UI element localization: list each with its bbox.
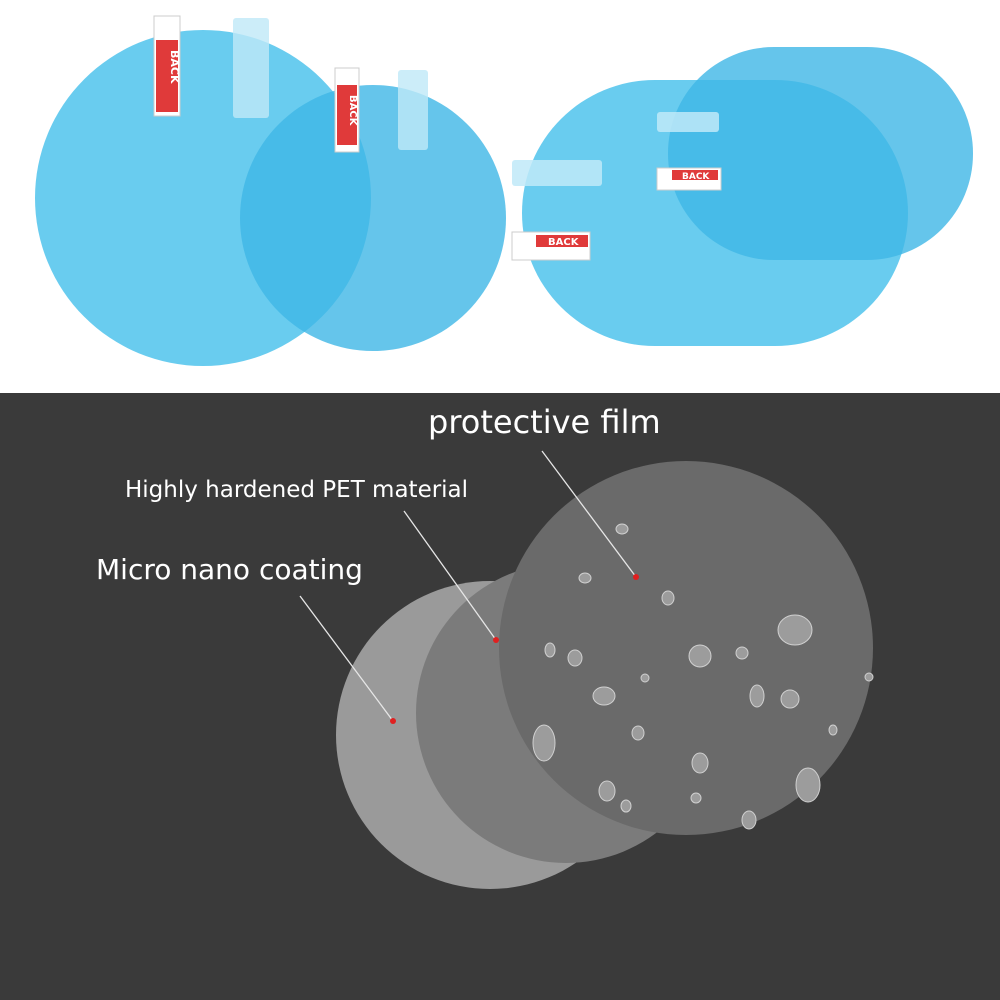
pet-material-label: Highly hardened PET material — [125, 477, 469, 503]
layer-diagram — [299, 450, 874, 889]
leader-line-nano-coating — [299, 595, 394, 722]
pull-tab — [233, 18, 269, 118]
round-film-small — [240, 85, 506, 351]
pull-tab — [657, 112, 719, 132]
leader-line-pet-material — [403, 510, 497, 641]
back-sticker: BACK — [656, 167, 722, 191]
film-photo: BACK BACK BACK — [35, 15, 973, 366]
film-photo-panel: BACK BACK BACK — [0, 0, 1000, 393]
pull-tab — [398, 70, 428, 150]
back-sticker: BACK — [334, 67, 360, 153]
nano-coating-label: Micro nano coating — [96, 553, 363, 586]
protective-film-label: protective film — [428, 403, 661, 441]
marker-protective-film — [633, 574, 639, 580]
back-sticker: BACK — [511, 231, 591, 261]
sticker-text: BACK — [347, 95, 358, 127]
marker-pet-material — [493, 637, 499, 643]
sticker-text: BACK — [682, 172, 710, 182]
water-droplets — [532, 523, 874, 830]
sticker-text: BACK — [168, 50, 181, 84]
sticker-text: BACK — [548, 237, 580, 248]
layer-diagram-panel — [0, 393, 1000, 1000]
oval-film-small — [668, 47, 973, 260]
leader-line-protective-film — [541, 450, 637, 578]
marker-nano-coating — [390, 718, 396, 724]
layer-protective-film — [499, 461, 873, 835]
back-sticker: BACK — [153, 15, 181, 117]
pull-tab — [512, 160, 602, 186]
